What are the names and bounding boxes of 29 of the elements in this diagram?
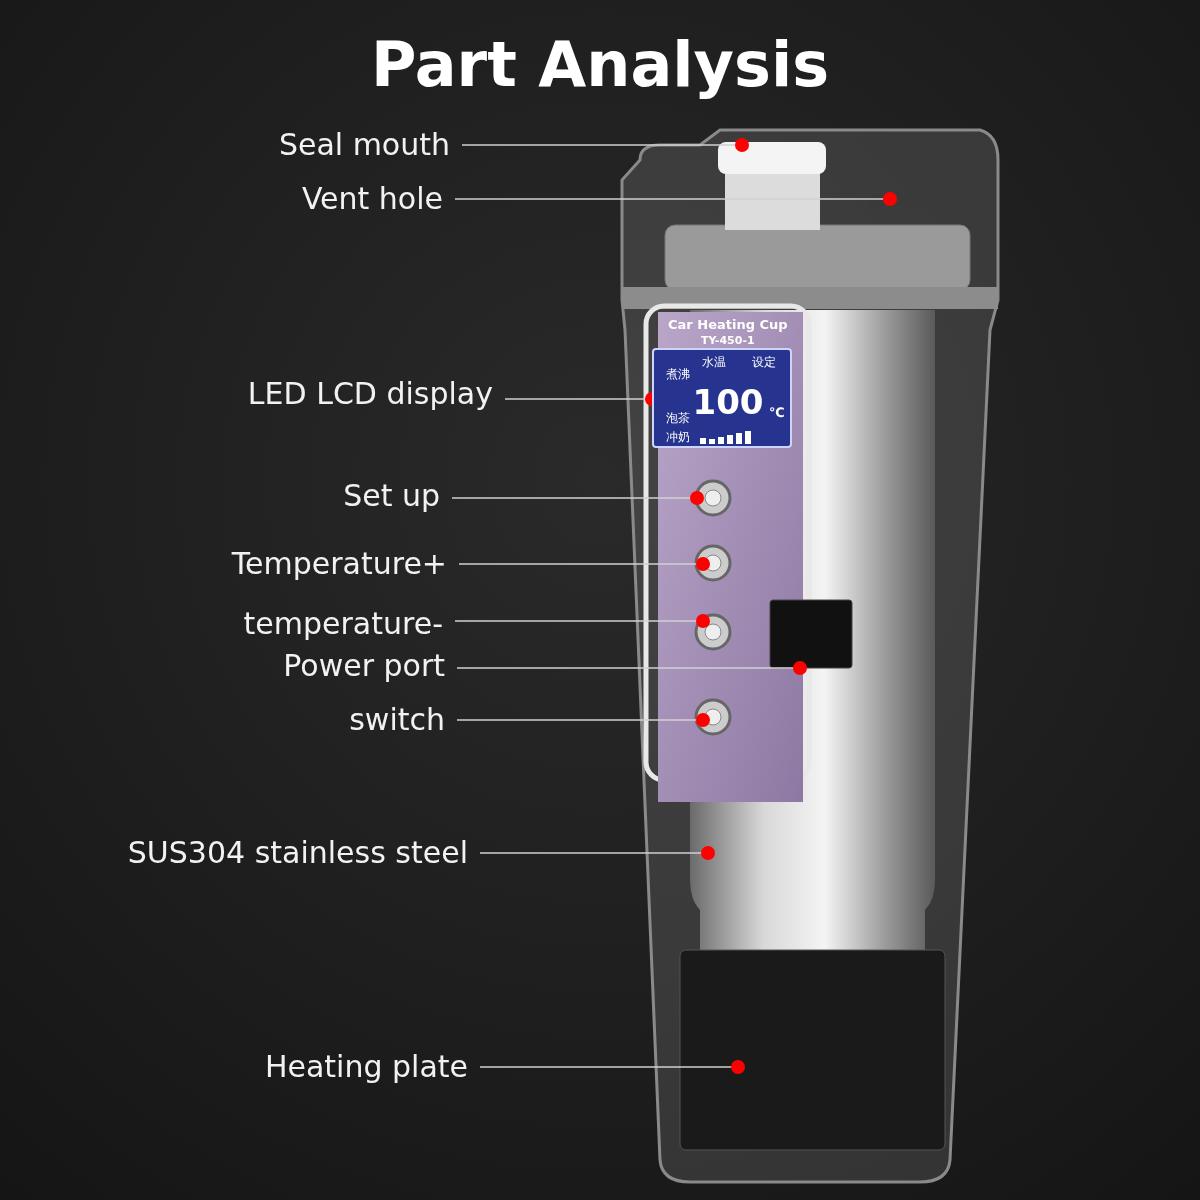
display-text: 冲奶	[666, 431, 690, 443]
leader-line	[479, 1060, 745, 1074]
leader-line	[456, 661, 807, 675]
callout-label: Vent hole	[301, 181, 443, 217]
leader-line	[451, 491, 704, 505]
temperature-readout: 100	[692, 385, 764, 419]
display-text: 泡茶	[666, 412, 690, 424]
callout-label: temperature-	[243, 606, 443, 642]
title: Part Analysis	[370, 28, 830, 101]
leader-line	[454, 614, 710, 628]
leader-line	[454, 192, 897, 206]
callout-label: LED LCD display	[247, 376, 493, 412]
leader-line	[461, 138, 749, 152]
callout-label: Temperature+	[231, 546, 447, 582]
callout-label: Power port	[283, 648, 445, 684]
callout-label: Heating plate	[264, 1049, 468, 1085]
callout-label: Seal mouth	[278, 127, 450, 163]
callout-label: SUS304 stainless steel	[127, 835, 468, 871]
product-label-text: Car Heating Cup	[668, 317, 788, 331]
display-text: 煮沸	[666, 368, 690, 380]
leader-line	[479, 846, 715, 860]
leader-line	[456, 713, 710, 727]
callout-label: switch	[349, 702, 445, 738]
leader-line	[458, 557, 710, 571]
display-screen	[652, 348, 792, 448]
display-text: 设定	[752, 356, 776, 368]
display-text: 水温	[702, 356, 726, 368]
callout-label: Set up	[343, 478, 440, 514]
unit-symbol: ℃	[769, 405, 785, 419]
